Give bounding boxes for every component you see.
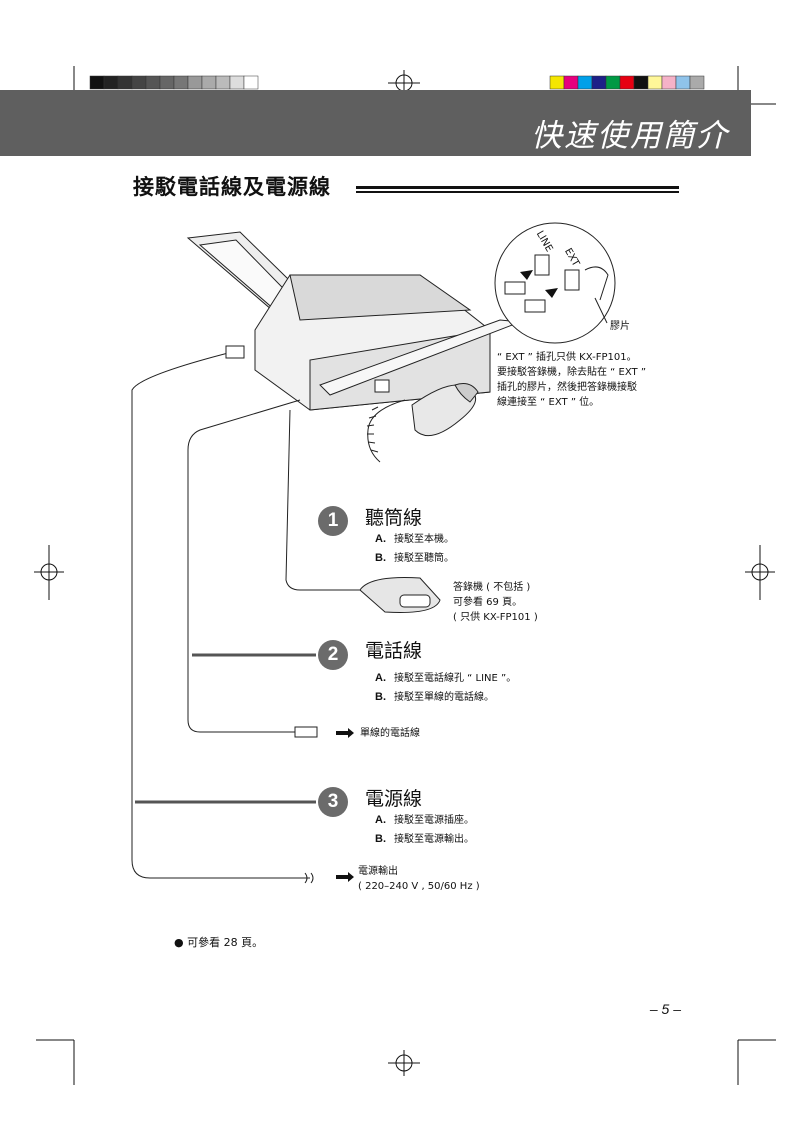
reference-note: ● 可參看 28 頁。 [174,936,264,949]
step-2-item-a: A.接駁至電話線孔 “ LINE ”。 [375,672,517,684]
step-2-title: 電話線 [365,640,423,662]
step-3-item-a: A.接駁至電源插座。 [375,814,474,826]
step-1-item-a: A.接駁至本機。 [375,533,454,545]
ext-jack-note: “ EXT ” 插孔只供 KX-FP101。 要接駁答錄機，除去貼在 “ EXT… [497,352,646,408]
section-title: 接駁電話線及電源線 [133,175,331,199]
step-3-badge: 3 [318,787,348,817]
answering-machine-note: 答錄機 ( 不包括 ) 可參看 69 頁。 ( 只供 KX-FP101 ) [453,582,538,623]
tape-label: 膠片 [610,321,630,332]
step-2-item-b: B.接駁至單線的電話線。 [375,691,494,703]
title-rule-thin [356,191,679,193]
step-3-item-b: B.接駁至電源輸出。 [375,833,474,845]
step-1-badge: 1 [318,506,348,536]
step-2-badge: 2 [318,640,348,670]
page-title: 快速使用簡介 [531,118,729,154]
step-1-item-b: B.接駁至聽筒。 [375,552,454,564]
step-1-title: 聽筒線 [365,507,423,529]
header-banner [0,90,751,156]
page-number: – 5 – [649,1001,681,1017]
single-line-label: 單線的電話線 [360,728,420,739]
step-3-title: 電源線 [365,788,423,810]
power-outlet-note: 電源輸出 ( 220–240 V , 50/60 Hz ) [358,866,480,892]
bullet-icon: ● [174,936,184,949]
title-rule [356,186,679,189]
